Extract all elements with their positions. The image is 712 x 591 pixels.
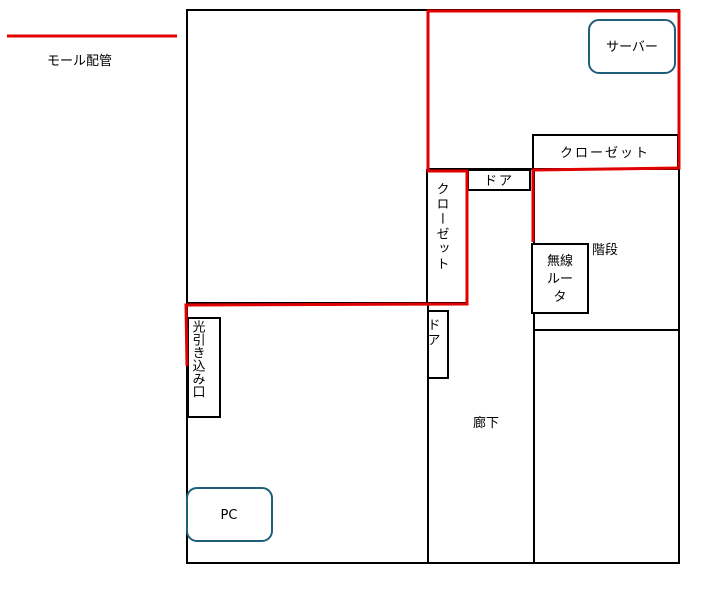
pc-label: PC [221,508,238,523]
router-line-3: タ [553,290,566,305]
legend: モール配管 [7,34,177,69]
legend-label: モール配管 [47,54,112,69]
door-left-label: ドア [425,318,440,348]
closet-vertical-label: クローゼット [434,182,450,272]
closet-vertical: クローゼット [426,169,468,304]
conduit-route [184,9,681,367]
fiber-inlet-label: 光引き込み口 [190,320,206,398]
conduit-main [184,9,681,367]
closet-top-label: クローゼット [560,146,650,161]
wireless-router: 無線 ルー タ [531,243,589,314]
server-label: サーバー [606,40,658,55]
server-box: サーバー [588,19,676,74]
pc-box: PC [186,487,273,542]
stairs-label: 階段 [592,243,618,258]
closet-top: クローゼット [532,134,679,170]
hallway-label: 廊下 [473,415,499,431]
fiber-inlet: 光引き込み口 [187,317,221,418]
router-line-1: 無線 [547,253,573,269]
door-top: ドア [467,169,531,191]
door-left: ドア [425,310,449,379]
router-line-2: ルー [547,272,573,287]
door-top-label: ドア [484,174,514,189]
